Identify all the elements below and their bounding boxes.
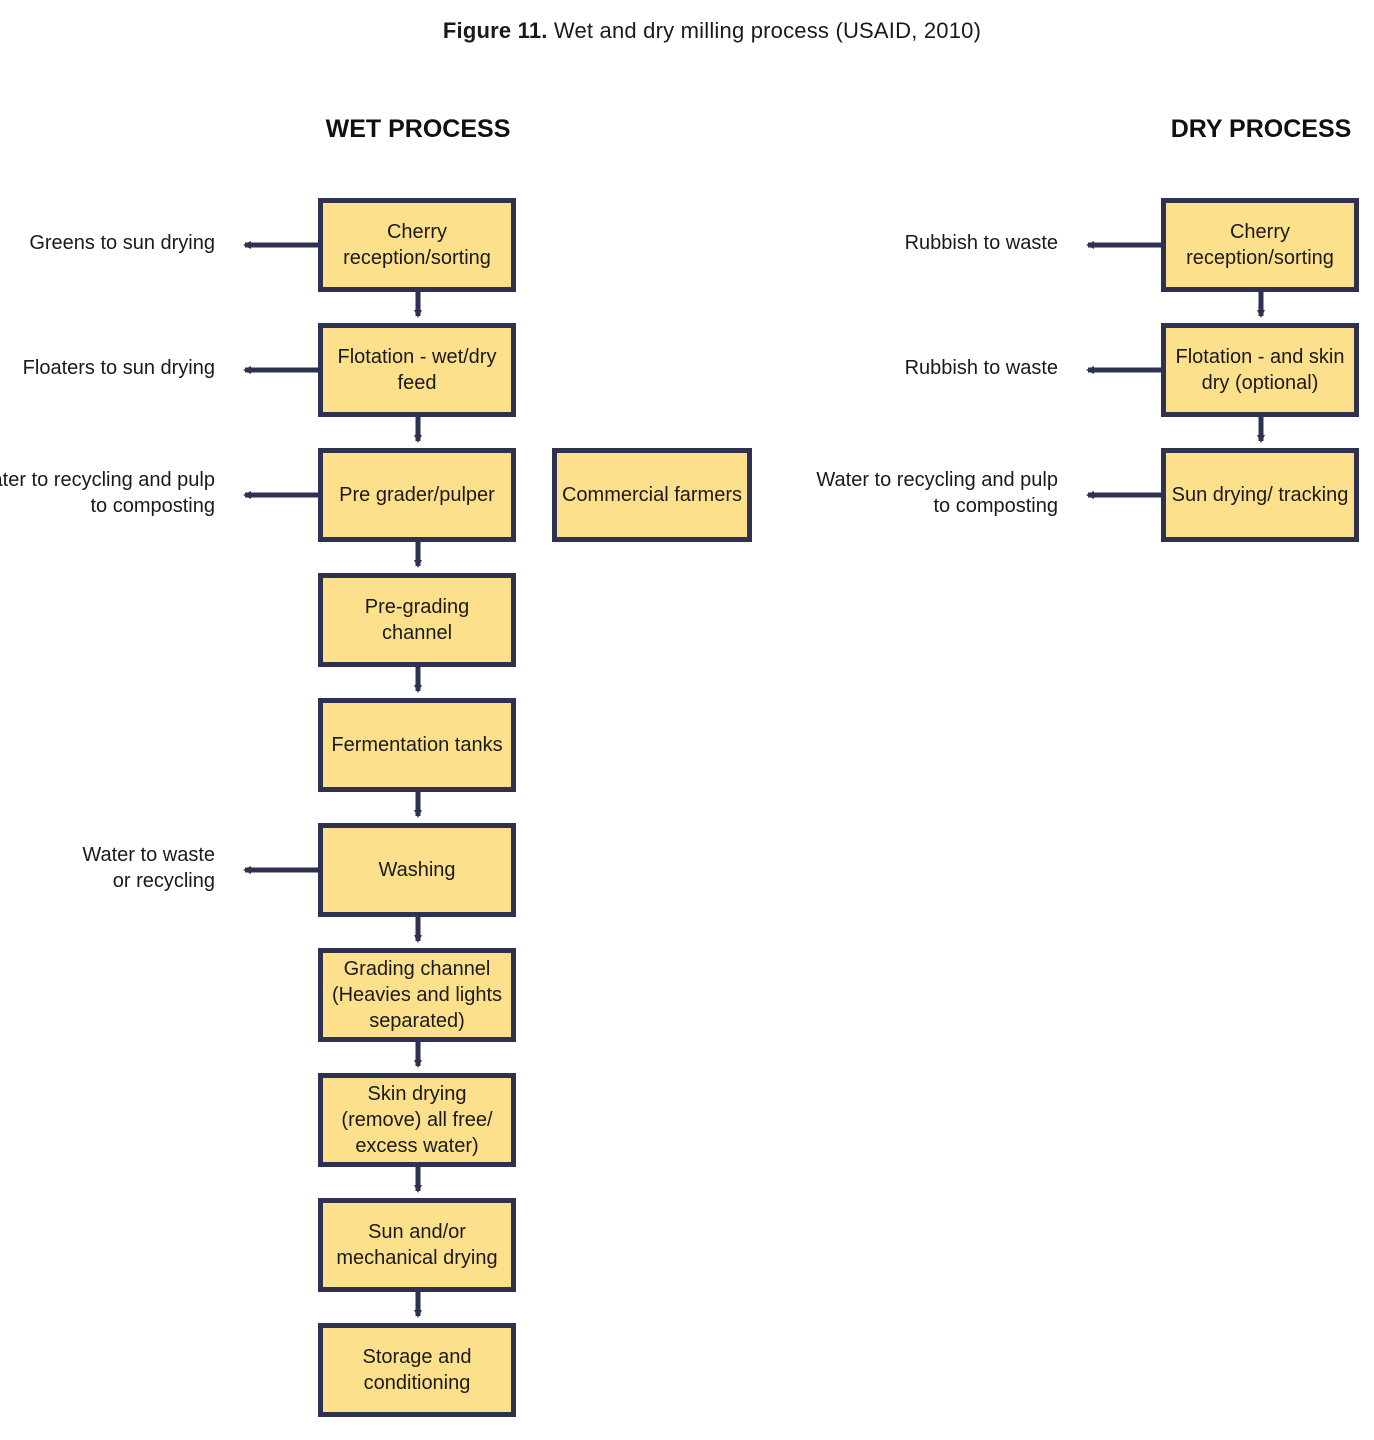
wet-step-flotation: Flotation - wet/dry feed bbox=[318, 323, 516, 417]
wet-output-floaters: Floaters to sun drying bbox=[22, 357, 215, 379]
wet-step-storage-conditioning: Storage and conditioning bbox=[318, 1323, 516, 1417]
commercial-farmers-box: Commercial farmers bbox=[552, 448, 752, 542]
dry-output-rubbish-1: Rubbish to waste bbox=[904, 232, 1058, 254]
wet-step-grading-channel: Grading channel (Heavies and lights sepa… bbox=[318, 948, 516, 1042]
wet-step-sun-mechanical-drying: Sun and/or mechanical drying bbox=[318, 1198, 516, 1292]
wet-step-label: Pre-grading channel bbox=[364, 596, 470, 644]
wet-process-heading: WET PROCESS bbox=[325, 115, 511, 143]
wet-step-fermentation-tanks: Fermentation tanks bbox=[318, 698, 516, 792]
wet-step-cherry-reception: Cherry reception/sorting bbox=[318, 198, 516, 292]
wet-step-label: Pre grader/pulper bbox=[339, 484, 495, 506]
wet-step-label: Sun and/or mechanical drying bbox=[336, 1221, 498, 1269]
wet-step-label: Washing bbox=[378, 859, 456, 881]
wet-step-label: Skin drying (remove) all free/ excess wa… bbox=[341, 1083, 493, 1157]
wet-step-label: Cherry reception/sorting bbox=[343, 221, 491, 269]
wet-side-arrows bbox=[243, 241, 318, 874]
wet-step-pre-grader-pulper: Pre grader/pulper bbox=[318, 448, 516, 542]
dry-step-cherry-reception: Cherry reception/sorting bbox=[1161, 198, 1359, 292]
dry-output-water-pulp: Water to recycling and pulp to compostin… bbox=[816, 469, 1058, 517]
wet-output-water-waste: Water to waste or recycling bbox=[82, 844, 215, 892]
wet-step-label: Grading channel (Heavies and lights sepa… bbox=[331, 958, 503, 1032]
dry-process-heading: DRY PROCESS bbox=[1170, 115, 1352, 143]
dry-output-rubbish-2: Rubbish to waste bbox=[904, 357, 1058, 379]
wet-step-pre-grading-channel: Pre-grading channel bbox=[318, 573, 516, 667]
dry-step-flotation-skin-dry: Flotation - and skin dry (optional) bbox=[1161, 323, 1359, 417]
figure-title-text: Wet and dry milling process (USAID, 2010… bbox=[547, 18, 982, 43]
wet-step-label: Fermentation tanks bbox=[331, 734, 503, 756]
wet-step-skin-drying: Skin drying (remove) all free/ excess wa… bbox=[318, 1073, 516, 1167]
commercial-farmers-label: Commercial farmers bbox=[561, 484, 743, 506]
wet-output-water-pulp: Water to recycling and pulp to compostin… bbox=[0, 469, 215, 517]
dry-step-label: Flotation - and skin dry (optional) bbox=[1175, 346, 1345, 394]
wet-step-washing: Washing bbox=[318, 823, 516, 917]
dry-side-arrows bbox=[1086, 241, 1161, 499]
figure-title: Figure 11. Wet and dry milling process (… bbox=[0, 18, 1374, 44]
wet-step-label: Flotation - wet/dry feed bbox=[337, 346, 497, 394]
dry-step-sun-drying: Sun drying/ tracking bbox=[1161, 448, 1359, 542]
dry-step-label: Cherry reception/sorting bbox=[1186, 221, 1334, 269]
wet-step-label: Storage and conditioning bbox=[362, 1346, 472, 1394]
dry-step-label: Sun drying/ tracking bbox=[1171, 484, 1349, 506]
wet-output-greens: Greens to sun drying bbox=[29, 232, 215, 254]
figure-title-lead: Figure 11. bbox=[442, 18, 548, 43]
